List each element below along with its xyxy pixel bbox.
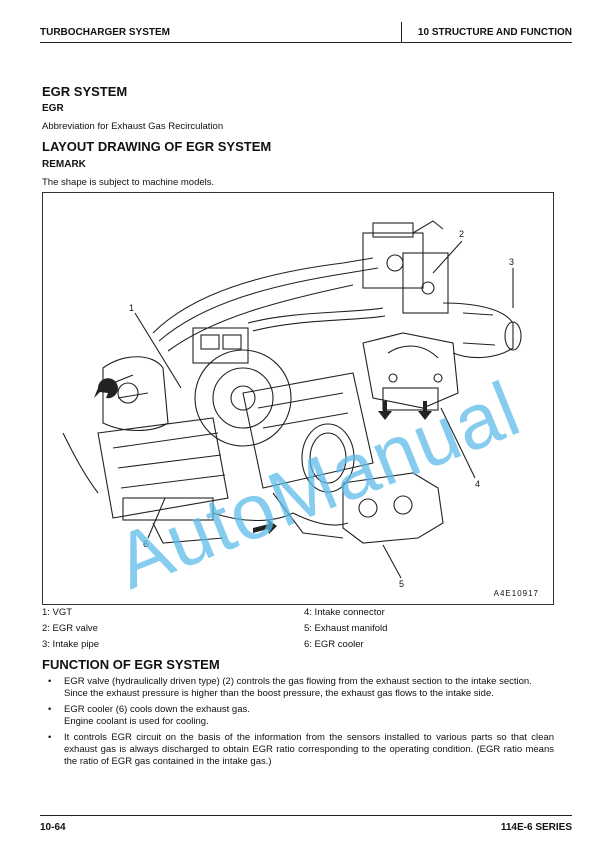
legend-item: 2: EGR valve: [42, 623, 98, 634]
egr-term: EGR: [42, 103, 64, 114]
engine-illustration: 1 2 3 4 5 6: [62, 220, 522, 589]
callout-6: 6: [143, 539, 148, 549]
function-item-subtext: Engine coolant is used for cooling.: [64, 716, 209, 727]
callout-4: 4: [475, 479, 480, 489]
function-list: EGR valve (hydraulically driven type) (2…: [42, 676, 554, 772]
function-item: It controls EGR circuit on the basis of …: [42, 732, 554, 768]
function-item-text: EGR valve (hydraulically driven type) (2…: [64, 676, 532, 687]
legend-item: 6: EGR cooler: [304, 639, 364, 650]
remark-text: The shape is subject to machine models.: [42, 177, 215, 188]
legend-item: 1: VGT: [42, 607, 73, 618]
egr-system-heading: EGR SYSTEM: [42, 84, 128, 99]
function-item-subtext: Since the exhaust pressure is higher tha…: [64, 688, 494, 699]
header-section-title: TURBOCHARGER SYSTEM: [40, 27, 171, 38]
page-header: TURBOCHARGER SYSTEM 10 STRUCTURE AND FUN…: [40, 22, 572, 43]
function-item: EGR cooler (6) cools down the exhaust ga…: [42, 704, 554, 728]
function-heading: FUNCTION OF EGR SYSTEM: [42, 657, 220, 672]
remark-heading: REMARK: [42, 159, 86, 170]
series-name: 114E-6 SERIES: [500, 822, 572, 833]
callout-1: 1: [129, 303, 134, 313]
layout-heading: LAYOUT DRAWING OF EGR SYSTEM: [42, 139, 272, 154]
function-item-text: EGR cooler (6) cools down the exhaust ga…: [64, 704, 250, 715]
header-divider: [401, 22, 402, 43]
function-item-text: It controls EGR circuit on the basis of …: [64, 732, 554, 767]
page-footer: 10-64 114E-6 SERIES: [40, 815, 572, 836]
legend-item: 4: Intake connector: [304, 607, 385, 618]
legend-item: 5: Exhaust manifold: [304, 623, 388, 634]
header-chapter-title: 10 STRUCTURE AND FUNCTION: [417, 27, 572, 38]
egr-definition: Abbreviation for Exhaust Gas Recirculati…: [42, 121, 224, 132]
callout-5: 5: [399, 579, 404, 589]
egr-layout-figure: 1 2 3 4 5 6 AutoManual A4E10917: [42, 192, 554, 606]
legend-item: 3: Intake pipe: [42, 639, 100, 650]
callout-3: 3: [509, 257, 514, 267]
callout-2: 2: [459, 229, 464, 239]
figure-code: A4E10917: [493, 589, 539, 598]
function-item: EGR valve (hydraulically driven type) (2…: [42, 676, 554, 700]
page-number: 10-64: [40, 822, 66, 833]
